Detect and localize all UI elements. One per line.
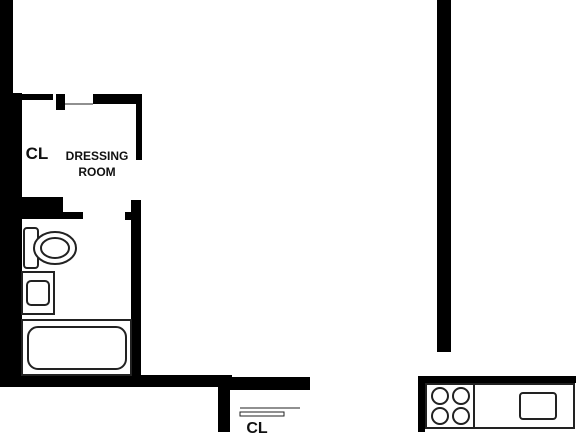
burner-3: [431, 407, 449, 425]
burner-4: [452, 407, 470, 425]
burner-2: [452, 387, 470, 405]
wall-kitchen-left: [418, 376, 425, 432]
dressing-room-label-line1: DRESSING: [65, 149, 129, 163]
bathtub-fixture: [21, 319, 132, 376]
dressing-room-label-line2: ROOM: [78, 165, 116, 179]
wall-bath-jamb: [63, 212, 83, 219]
wall-center: [437, 0, 451, 352]
kitchen-sink-basin: [519, 392, 557, 420]
wall-dressing-top-mid: [56, 94, 65, 110]
wall-kitchen-top: [418, 376, 576, 383]
toilet-fixture: [23, 227, 77, 269]
closet-shelf-bottom: [239, 411, 285, 417]
kitchen-counter: [473, 383, 575, 429]
closet-bottom-label: CL: [246, 420, 268, 437]
sink-basin: [26, 280, 50, 306]
wall-bottom-closet-right: [300, 377, 310, 390]
wall-left-upper: [0, 0, 13, 93]
stove-fixture: [425, 383, 475, 429]
burner-1: [431, 387, 449, 405]
door-marks: [65, 103, 300, 417]
wall-bottom-left: [0, 375, 232, 387]
wall-dressing-top-left: [13, 94, 53, 100]
wall-bottom-mid: [218, 377, 308, 390]
wall-dressing-top-right: [93, 94, 141, 104]
wall-dressing-right-upper: [136, 94, 142, 160]
wall-bottom-closet-left: [218, 390, 230, 432]
wall-dressing-right-jamb: [125, 212, 133, 220]
toilet-seat: [40, 237, 70, 259]
wall-bath-top: [13, 197, 63, 219]
wall-closet-divider: [12, 100, 15, 200]
closet-top-label: CL: [25, 144, 49, 163]
wall-left-lower: [0, 93, 22, 385]
wall-dressing-right-lower: [131, 200, 141, 380]
bathtub-inner: [27, 326, 127, 370]
sink-fixture: [21, 271, 55, 315]
